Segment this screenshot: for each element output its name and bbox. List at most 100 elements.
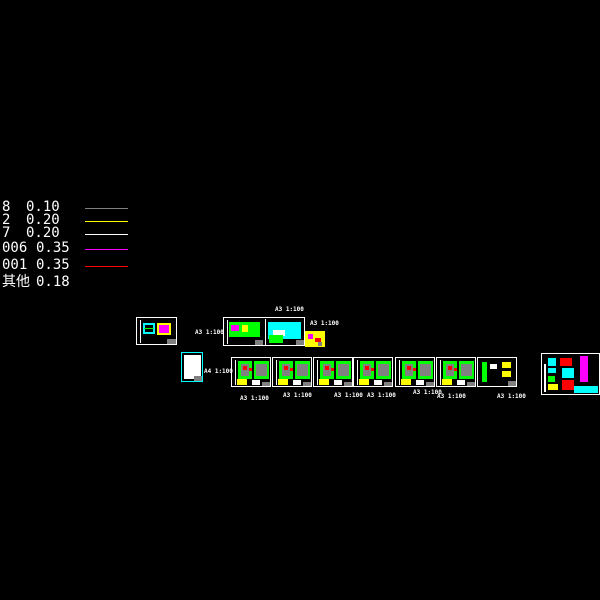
drawing-content (262, 382, 270, 386)
drawing-content (317, 360, 318, 385)
drawing-sheet[interactable] (272, 357, 312, 387)
drawing-sheet[interactable] (395, 357, 435, 387)
sheet-scale-label: A3 1:100 (310, 320, 339, 327)
legend-weight: 0.35 (36, 240, 70, 256)
drawing-content (325, 366, 329, 370)
drawing-content (502, 362, 511, 368)
drawing-content (467, 382, 475, 386)
legend-weight: 0.10 (26, 199, 60, 215)
drawing-content (265, 319, 266, 345)
drawing-content (297, 364, 308, 376)
drawing-content (544, 364, 546, 392)
legend-weight: 0.18 (36, 274, 70, 290)
legend-layer: 006 (2, 240, 28, 256)
legend-layer: 其他 (2, 274, 30, 290)
drawing-content (227, 320, 228, 344)
drawing-content (420, 364, 431, 376)
legend-line-sample (85, 249, 128, 250)
drawing-content (144, 328, 154, 329)
drawing-sheet[interactable] (223, 317, 305, 346)
drawing-content (490, 364, 497, 369)
sheet-scale-label: A3 1:100 (240, 395, 269, 402)
legend-layer: 8 (2, 199, 11, 215)
drawing-content (442, 379, 452, 385)
drawing-content (359, 379, 369, 385)
drawing-content (278, 379, 288, 385)
drawing-sheet[interactable] (353, 357, 393, 387)
drawing-content (562, 380, 574, 390)
drawing-content (378, 364, 389, 376)
drawing-content (371, 368, 374, 371)
drawing-content (416, 380, 424, 385)
drawing-content (448, 366, 452, 370)
drawing-content (269, 335, 283, 343)
sheet-scale-label: A3 1:100 (283, 392, 312, 399)
drawing-content (140, 320, 141, 343)
drawing-content (290, 368, 293, 371)
drawing-content (296, 340, 304, 345)
drawing-content (184, 355, 201, 379)
drawing-content (242, 325, 248, 332)
drawing-sheet[interactable] (181, 352, 203, 382)
drawing-content (580, 356, 588, 382)
drawing-content (413, 368, 416, 371)
drawing-content (159, 325, 169, 333)
legend-layer: 2 (2, 212, 11, 228)
drawing-content (374, 380, 382, 385)
legend-weight: 0.20 (26, 225, 60, 241)
sheet-scale-label: A3 1:100 (413, 389, 442, 396)
drawing-content (237, 379, 247, 385)
drawing-content (548, 358, 556, 366)
legend-weight: 0.20 (26, 212, 60, 228)
drawing-sheet[interactable] (313, 357, 353, 387)
legend-line-sample (85, 221, 128, 222)
drawing-content (384, 382, 392, 386)
drawing-content (282, 364, 290, 376)
drawing-content (560, 358, 572, 366)
drawing-content (338, 364, 349, 376)
drawing-sheet[interactable] (231, 357, 271, 387)
drawing-content (482, 362, 487, 382)
drawing-content (276, 360, 277, 385)
drawing-content (426, 382, 434, 386)
sheet-scale-label: A4 1:100 (204, 368, 233, 375)
drawing-content (461, 364, 472, 376)
legend-line-sample (85, 234, 128, 235)
legend-weight: 0.35 (36, 257, 70, 273)
drawing-content (235, 360, 236, 385)
drawing-content (303, 382, 311, 386)
drawing-sheet[interactable] (436, 357, 476, 387)
drawing-content (548, 368, 556, 373)
drawing-content (548, 384, 558, 390)
drawing-content (231, 325, 239, 331)
drawing-content (405, 364, 413, 376)
drawing-sheet[interactable] (305, 331, 325, 347)
sheet-scale-label: A3 1:100 (334, 392, 363, 399)
drawing-content (256, 364, 267, 376)
drawing-content (562, 368, 574, 378)
drawing-content (365, 366, 369, 370)
sheet-scale-label: A3 1:100 (367, 392, 396, 399)
drawing-content (334, 380, 342, 385)
drawing-content (454, 368, 457, 371)
drawing-sheet[interactable] (541, 353, 600, 395)
drawing-content (457, 380, 465, 385)
drawing-content (548, 376, 555, 382)
drawing-content (167, 339, 176, 344)
sheet-scale-label: A3 1:100 (195, 329, 224, 336)
drawing-content (194, 376, 202, 381)
drawing-content (255, 340, 263, 345)
drawing-content (357, 360, 358, 385)
drawing-content (273, 330, 285, 336)
drawing-content (315, 338, 321, 342)
drawing-content (344, 382, 352, 386)
sheet-scale-label: A3 1:100 (497, 393, 526, 400)
drawing-content (574, 386, 598, 393)
drawing-content (241, 364, 249, 376)
drawing-sheet[interactable] (477, 357, 517, 387)
drawing-content (399, 360, 400, 385)
drawing-sheet[interactable] (136, 317, 177, 345)
drawing-content (446, 364, 454, 376)
drawing-content (502, 371, 511, 377)
